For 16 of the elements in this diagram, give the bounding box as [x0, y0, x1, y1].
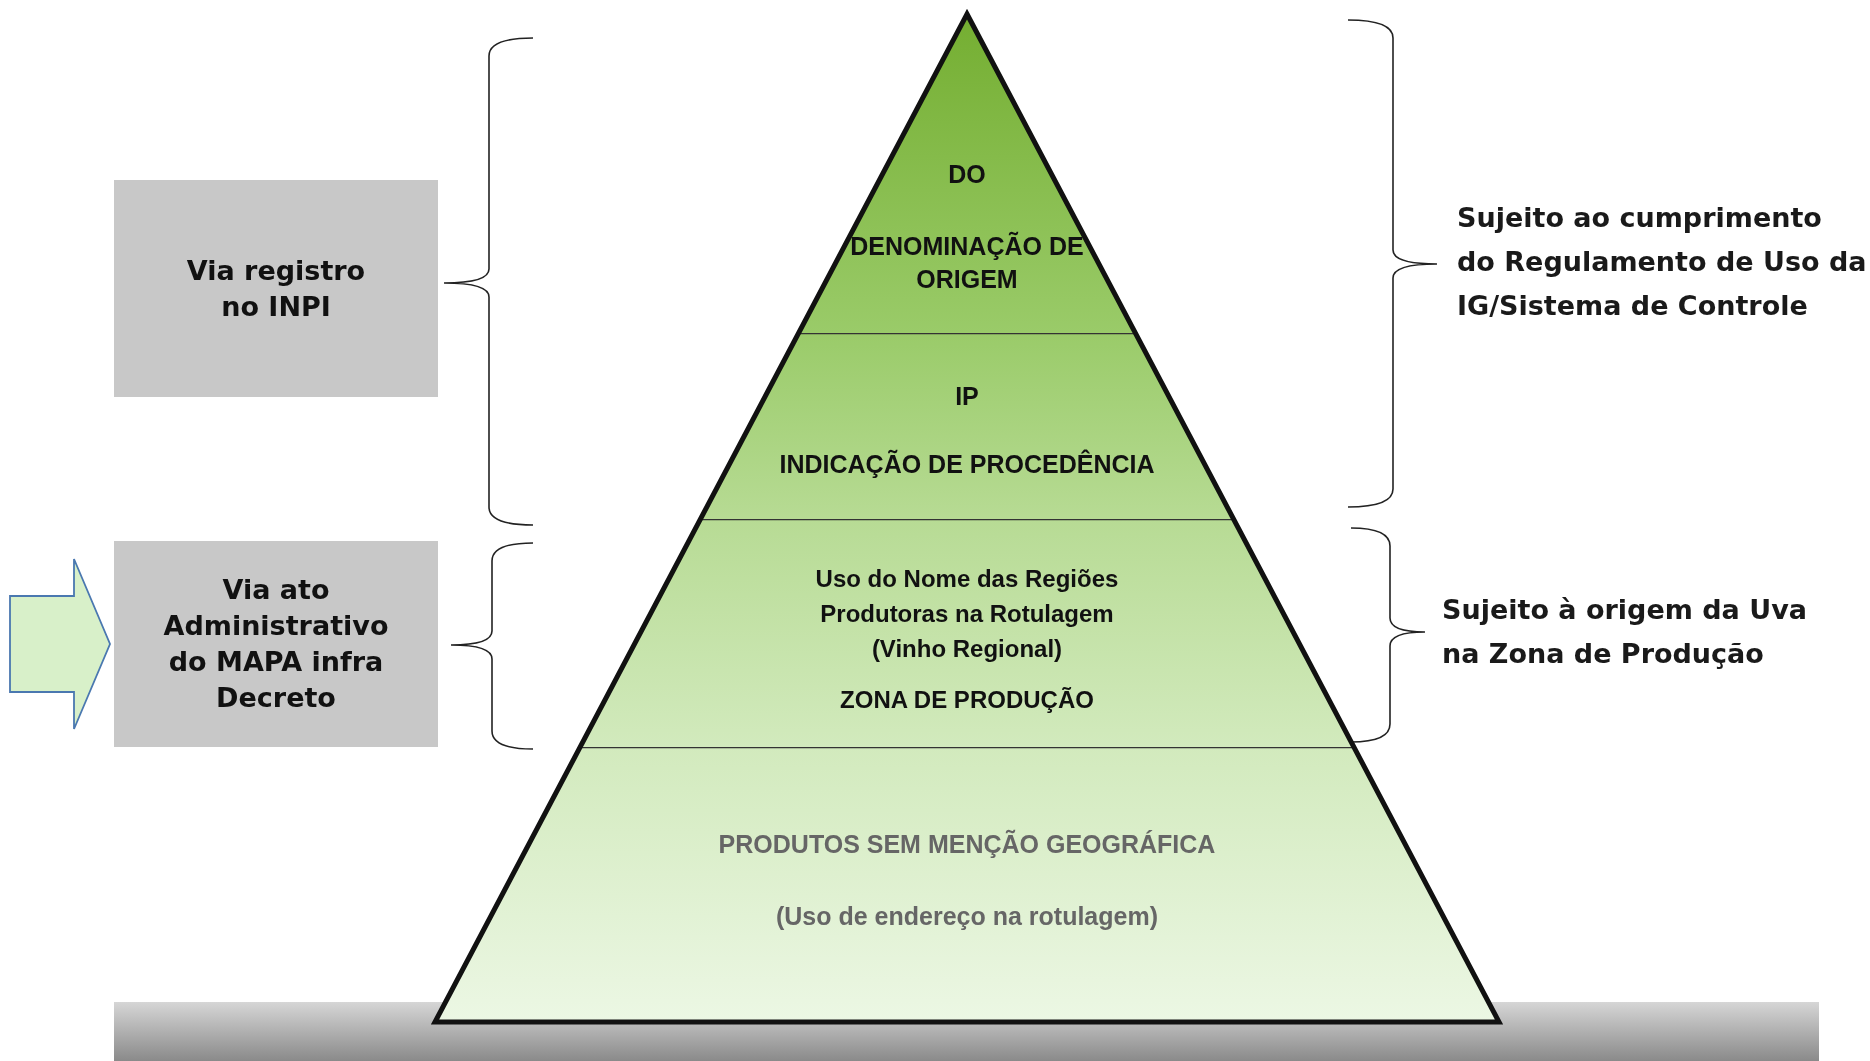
box-text: Via registro no INPI [185, 253, 367, 324]
tier-text: DENOMINAÇÃO DE ORIGEM [849, 230, 1085, 295]
tier-text: INDICAÇÃO DE PROCEDÊNCIA [779, 448, 1155, 480]
block-arrow [9, 558, 111, 730]
side-note: Sujeito à origem da Uva na Zona de Produção [1442, 593, 1808, 671]
tier-text: PRODUTOS SEM MENÇÃO GEOGRÁFICA [718, 828, 1216, 860]
label-box [114, 541, 438, 747]
label-box [114, 180, 438, 397]
tier-text: (Uso de endereço na rotulagem) [776, 901, 1158, 932]
box-text: Via ato Administrativo do MAPA infra Decreto [162, 573, 390, 715]
side-note: Sujeito ao cumprimento do Regulamento de Uso da IG/Sistema de Controle [1457, 201, 1867, 323]
pyramid-tier [580, 519, 1354, 747]
tier-text: IP [955, 381, 979, 412]
tier-text: ZONA DE PRODUÇÃO [840, 685, 1094, 715]
tier-text: Uso do Nome das Regiões Produtoras na Rotulagem (Vinho Regional) [814, 564, 1120, 664]
tier-text: DO [948, 159, 986, 190]
